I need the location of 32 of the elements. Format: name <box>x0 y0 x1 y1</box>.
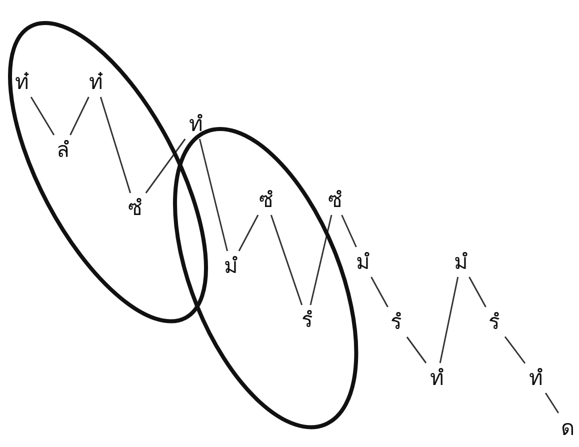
note-syllable: ด <box>557 413 579 443</box>
note-syllable: มํ <box>352 247 374 277</box>
connector-line <box>406 336 427 364</box>
note-syllable: ซํ <box>254 184 277 215</box>
connector-line <box>198 138 228 252</box>
connector-line <box>145 138 186 194</box>
note-syllable: ทํ <box>185 109 207 139</box>
connector-line <box>341 214 357 248</box>
connector-line <box>370 276 388 308</box>
note-syllable: รํ <box>483 307 505 337</box>
note-syllable: รํ <box>385 307 407 337</box>
note-syllable: ทํ <box>525 363 547 393</box>
connector-line <box>468 276 486 308</box>
note-syllable: ท๋ <box>10 66 33 97</box>
note-syllable: ท๋ <box>84 66 107 97</box>
connector-line <box>270 214 303 306</box>
grouping-ellipse <box>6 20 209 324</box>
connector-line <box>439 276 459 364</box>
note-syllable: ซํ <box>124 192 146 223</box>
note-syllable: มํ <box>220 250 242 281</box>
note-syllable: ซํ <box>324 185 346 215</box>
connector-line <box>310 214 332 306</box>
connector-line <box>30 96 55 136</box>
connector-line <box>100 96 132 194</box>
note-syllable: รํ <box>296 304 318 335</box>
connector-line <box>504 336 526 364</box>
note-syllable: มํ <box>450 247 472 277</box>
connector-line <box>544 392 560 414</box>
note-syllable: ลํ <box>52 134 74 165</box>
note-syllable: ทํ <box>426 363 448 393</box>
connector-line <box>238 214 259 252</box>
connector-line <box>70 96 90 136</box>
